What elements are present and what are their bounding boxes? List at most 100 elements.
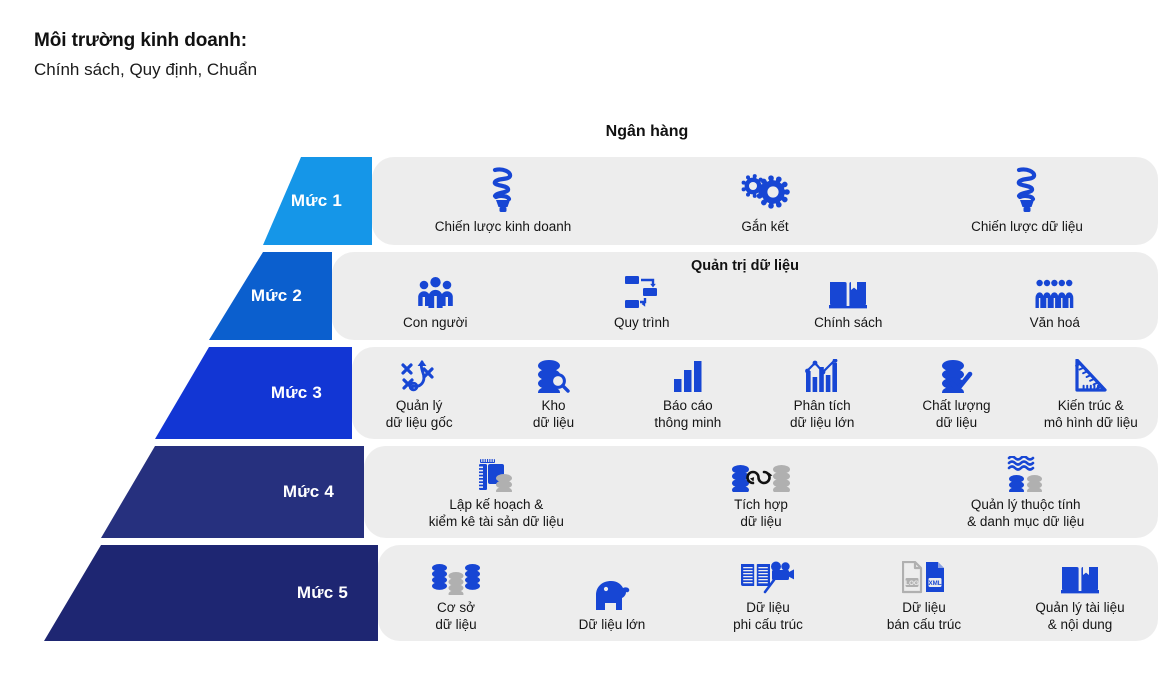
book-camera-icon — [740, 549, 796, 595]
header-title: Môi trường kinh doanh: — [34, 30, 247, 51]
capability-item[interactable]: Văn hoá — [952, 252, 1159, 340]
capability-item[interactable]: Kiến trúc & mô hình dữ liệu — [1024, 347, 1158, 439]
capability-item[interactable]: Con người — [332, 252, 539, 340]
header-subtitle: Chính sách, Quy định, Chuẩn — [34, 60, 258, 79]
pyramid-level-3: Mức 3 Quản lý dữ liệu gốc Kho dữ liệu Báo c… — [0, 347, 1170, 439]
level-5-tier[interactable]: Mức 5 — [44, 545, 378, 641]
capability-label: Tích hợp dữ liệu — [734, 497, 788, 529]
svg-text:XML: XML — [928, 580, 941, 587]
capability-label: Kho dữ liệu — [532, 398, 575, 430]
capability-item[interactable]: Cơ sở dữ liệu — [378, 545, 534, 641]
capability-label: Quản lý dữ liệu gốc — [385, 398, 453, 430]
process-flow-icon — [624, 264, 659, 310]
capability-item[interactable]: LOG XML Dữ liệu bán cấu trúc — [846, 545, 1002, 641]
cfl-bulb-icon — [1005, 167, 1049, 214]
capability-label: Phân tích dữ liệu lớn — [789, 398, 855, 430]
people-group-icon — [416, 264, 455, 310]
capability-label: Chiến lược kinh doanh — [434, 219, 572, 234]
header-block: Môi trường kinh doanh: Chính sách, Quy đ… — [34, 28, 257, 83]
level-2-label: Mức 2 — [250, 286, 302, 305]
level-5-items: Cơ sở dữ liệu Dữ liệu lớn Dữ liệu phi cấu … — [378, 545, 1158, 641]
level-2-tier[interactable]: Mức 2 — [209, 252, 332, 340]
capability-label: Dữ liệu lớn — [578, 617, 646, 632]
svg-text:LOG: LOG — [905, 580, 919, 587]
level-3-panel: Quản lý dữ liệu gốc Kho dữ liệu Báo cáo th… — [352, 347, 1158, 439]
capability-item[interactable]: Gắn kết — [634, 157, 896, 245]
level-4-tier[interactable]: Mức 4 — [101, 446, 364, 538]
capability-item[interactable]: Quản lý tài liệu & nội dung — [1002, 545, 1158, 641]
level-2-panel-title: Quản trị dữ liệu — [691, 258, 799, 274]
level-5-label: Mức 5 — [296, 583, 348, 602]
capability-item[interactable]: Chiến lược dữ liệu — [896, 157, 1158, 245]
capability-item[interactable]: Phân tích dữ liệu lớn — [755, 347, 889, 439]
level-2-items: Con người Quy trình Chính sách Văn hoá — [332, 252, 1158, 340]
capability-item[interactable]: Chiến lược kinh doanh — [372, 157, 634, 245]
capability-item[interactable]: Chất lượng dữ liệu — [889, 347, 1023, 439]
pyramid-level-5: Mức 5 Cơ sở dữ liệu Dữ liệu lớn Dữ liệu phi… — [0, 545, 1170, 641]
capability-item[interactable]: Chính sách — [745, 252, 952, 340]
bar-chart-icon — [673, 351, 703, 393]
level-1-label: Mức 1 — [290, 191, 342, 210]
capability-label: Báo cáo thông minh — [654, 398, 722, 430]
level-3-trapezoid — [155, 347, 352, 439]
capability-item[interactable]: Quản lý thuộc tính & danh mục dữ liệu — [893, 446, 1158, 538]
capability-item[interactable]: Quy trình — [539, 252, 746, 340]
capability-item[interactable]: Quản lý dữ liệu gốc — [352, 347, 486, 439]
pyramid-title-text: Ngân hàng — [605, 123, 689, 140]
capability-label: Quy trình — [613, 315, 670, 330]
cfl-bulb-icon — [481, 167, 525, 214]
database-check-icon — [939, 351, 973, 393]
capability-label: Quản lý thuộc tính & danh mục dữ liệu — [967, 497, 1085, 529]
level-5-trapezoid — [44, 545, 378, 641]
metadata-icon — [1007, 448, 1044, 492]
capability-label: Chính sách — [814, 315, 883, 330]
capability-item[interactable]: Dữ liệu phi cấu trúc — [690, 545, 846, 641]
capability-label: Dữ liệu bán cấu trúc — [886, 600, 962, 632]
level-4-panel: Lập kế hoạch & kiểm kê tài sản dữ liệu Tí… — [364, 446, 1158, 538]
capability-label: Văn hoá — [1029, 315, 1080, 330]
database-search-icon — [536, 351, 571, 393]
database-cluster-icon — [431, 549, 481, 595]
capability-item[interactable]: Dữ liệu lớn — [534, 545, 690, 641]
level-3-items: Quản lý dữ liệu gốc Kho dữ liệu Báo cáo th… — [352, 347, 1158, 439]
capability-item[interactable]: Báo cáo thông minh — [621, 347, 755, 439]
open-book-icon — [828, 264, 868, 310]
capability-label: Kiến trúc & mô hình dữ liệu — [1043, 398, 1138, 430]
clipboard-database-icon — [477, 448, 515, 492]
open-book-icon — [1060, 549, 1100, 595]
capability-item[interactable]: Lập kế hoạch & kiểm kê tài sản dữ liệu — [364, 446, 629, 538]
analytics-chart-icon — [805, 351, 839, 393]
strategy-icon — [401, 351, 437, 393]
capability-label: Con người — [403, 315, 468, 330]
level-4-label: Mức 4 — [282, 482, 334, 501]
crowd-icon — [1035, 264, 1075, 310]
capability-label: Cơ sở dữ liệu — [435, 600, 477, 632]
capability-item[interactable]: Kho dữ liệu — [486, 347, 620, 439]
level-1-tier[interactable]: Mức 1 — [263, 157, 372, 245]
data-integration-icon — [731, 448, 791, 492]
capability-label: Lập kế hoạch & kiểm kê tài sản dữ liệu — [428, 497, 564, 529]
ruler-triangle-icon — [1073, 351, 1109, 393]
level-3-label: Mức 3 — [270, 383, 322, 402]
capability-label: Chất lượng dữ liệu — [922, 398, 991, 430]
pyramid-level-4: Mức 4 Lập kế hoạch & kiểm kê tài sản dữ l… — [0, 446, 1170, 538]
capability-label: Gắn kết — [741, 219, 789, 234]
capability-label: Dữ liệu phi cấu trúc — [733, 600, 803, 632]
capability-item[interactable]: Tích hợp dữ liệu — [629, 446, 894, 538]
level-3-tier[interactable]: Mức 3 — [155, 347, 352, 439]
level-1-trapezoid — [263, 157, 372, 245]
elephant-icon — [592, 566, 632, 612]
level-1-panel: Chiến lược kinh doanh Gắn kết Chiến lược d… — [372, 157, 1158, 245]
level-2-trapezoid — [209, 252, 332, 340]
level-1-items: Chiến lược kinh doanh Gắn kết Chiến lược d… — [372, 157, 1158, 245]
level-4-items: Lập kế hoạch & kiểm kê tài sản dữ liệu Tí… — [364, 446, 1158, 538]
pyramid-title: Ngân hàng — [0, 123, 1170, 141]
gears-icon — [740, 168, 790, 214]
capability-label: Chiến lược dữ liệu — [971, 219, 1083, 234]
log-xml-files-icon: LOG XML — [902, 549, 946, 595]
